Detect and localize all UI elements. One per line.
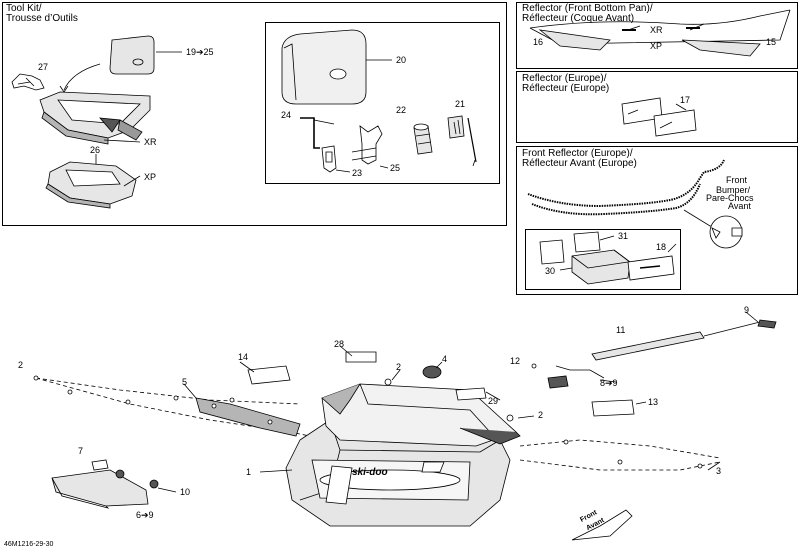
part-label-12: 12 — [510, 356, 521, 366]
part-label-25: 25 — [390, 163, 401, 173]
part-label-23: 23 — [352, 168, 363, 178]
tool-kit-title-fr: Trousse d’Outils — [6, 13, 78, 24]
part-label-21: 21 — [455, 99, 466, 109]
part-label-2-center: 2 — [396, 362, 402, 372]
part-label-29: 29 — [488, 396, 499, 406]
front-reflector-title-en: Front Reflector (Europe)/ — [522, 148, 633, 159]
europe-reflector-title-en: Reflector (Europe)/ — [522, 73, 607, 84]
variant-label-xr: XR — [144, 137, 157, 147]
part-label-22: 22 — [396, 105, 407, 115]
part-label-5: 5 — [182, 377, 188, 387]
drawing-code: 46M1216-29-30 — [4, 541, 54, 548]
part-label-30: 30 — [545, 266, 556, 276]
front-reflector-title-fr: Réflecteur Avant (Europe) — [522, 158, 637, 169]
part-label-15: 15 — [766, 37, 777, 47]
front-bottom-pan-title-en: Reflector (Front Bottom Pan)/ — [522, 3, 653, 14]
part-label-17: 17 — [680, 95, 691, 105]
front-bottom-pan-title-fr: Réflecteur (Coque Avant) — [522, 13, 635, 24]
bumper-label-line-2: Bumper/ — [716, 185, 751, 195]
tool-kit-title-en: Tool Kit/ — [6, 3, 42, 14]
part-label-14: 14 — [238, 352, 249, 362]
brand-decal: ski-doo — [352, 467, 388, 478]
bumper-label-line-4: Avant — [728, 201, 751, 211]
part-label-3: 3 — [716, 466, 722, 476]
part-label-9: 9 — [744, 305, 750, 315]
part-label-13: 13 — [648, 397, 659, 407]
part-label-16: 16 — [533, 37, 544, 47]
variant-label-xp: XP — [144, 172, 157, 182]
part-label-10: 10 — [180, 487, 191, 497]
part-label-24: 24 — [281, 110, 292, 120]
tool-kit-ref-arrow: 19➔25 — [186, 47, 214, 57]
part-label-26: 26 — [90, 145, 101, 155]
europe-reflector-title-fr: Réflecteur (Europe) — [522, 83, 610, 94]
part-label-31: 31 — [618, 231, 629, 241]
bumper-label-line-1: Front — [726, 175, 748, 185]
ref-label-6-9: 6➔9 — [136, 510, 154, 520]
part-label-4: 4 — [442, 354, 448, 364]
pan-variant-xr: XR — [650, 25, 663, 35]
part-label-7: 7 — [78, 446, 84, 456]
ref-label-8-9: 8➔9 — [600, 378, 618, 388]
part-label-11: 11 — [616, 325, 626, 335]
part-label-18: 18 — [656, 242, 667, 252]
part-label-1: 1 — [246, 467, 252, 477]
bumper-label-line-3: Pare-Chocs — [706, 193, 754, 203]
part-label-20: 20 — [396, 55, 407, 65]
part-label-2-right: 2 — [538, 410, 544, 420]
part-label-2-left: 2 — [18, 360, 24, 370]
pan-variant-xp: XP — [650, 41, 663, 51]
part-label-28: 28 — [334, 339, 345, 349]
part-label-27: 27 — [38, 62, 49, 72]
